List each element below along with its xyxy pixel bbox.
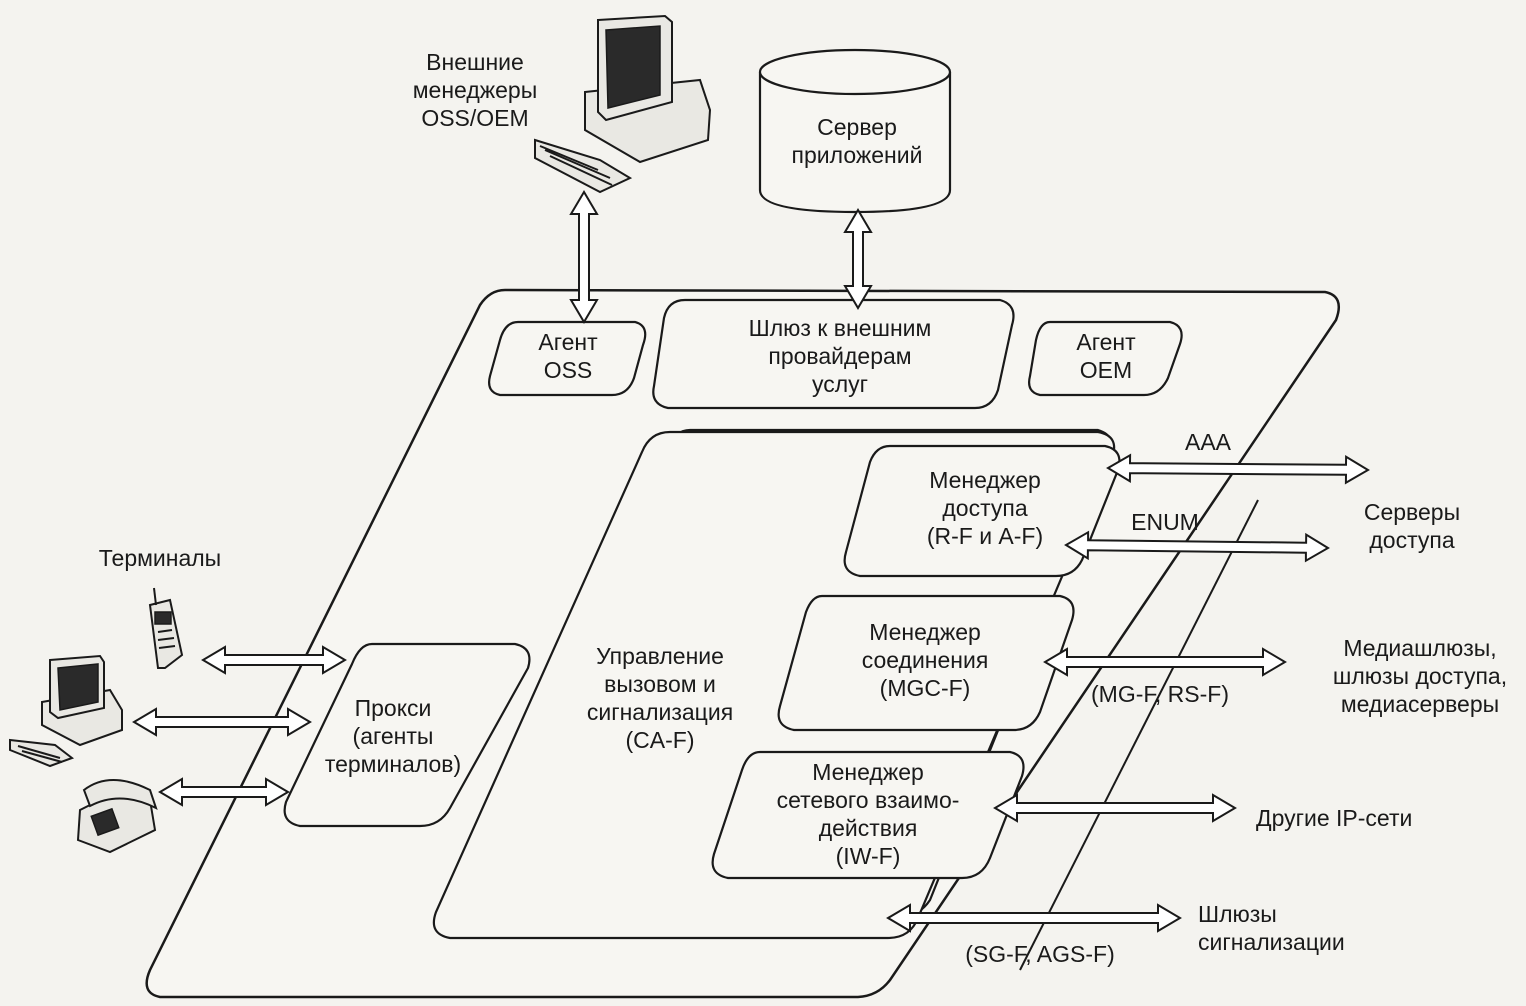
desktop-computer-icon: [9, 654, 123, 768]
proxy-label-line-2: (агенты: [353, 723, 434, 749]
connection-manager-label-line-1: Менеджер: [869, 619, 981, 645]
oss-agent-label-line-1: Агент: [538, 329, 598, 355]
other-ip-label: Другие IP-сети: [1256, 805, 1412, 831]
database-icon: [758, 48, 952, 214]
connection-manager-label-line-3: (MGC-F): [880, 675, 971, 701]
oem-agent-label-line-1: Агент: [1076, 329, 1136, 355]
oss-agent-label-line-2: OSS: [544, 357, 593, 383]
interworking-manager-box: [711, 750, 1025, 880]
call-control-label-line-3: сигнализация: [587, 699, 733, 725]
interworking-manager-label-line-1: Менеджер: [812, 759, 924, 785]
oss-agent-arrow: [569, 190, 599, 324]
computer-icon: [534, 14, 712, 194]
enum-arrow: [1064, 530, 1330, 563]
aaa-arrow: [1106, 453, 1370, 485]
media-gateways-label-line-1: Медиашлюзы,: [1343, 635, 1496, 661]
phone-terminal-arrow: [158, 777, 290, 807]
provider-gateway-label-line-3: услуг: [812, 371, 868, 397]
connection-manager-box: [777, 594, 1075, 732]
access-manager-box: [843, 444, 1121, 578]
oem-agent-label-line-2: OEM: [1080, 357, 1132, 383]
telephone-icon: [76, 779, 158, 854]
oss-agent-box: [488, 320, 647, 397]
interworking-manager-label-line-2: сетевого взаимо-: [777, 787, 960, 813]
app-server-label-line-1: Сервер: [817, 114, 897, 140]
desktop-terminal-arrow: [132, 707, 312, 737]
sg-ags-label: (SG-F, AGS-F): [965, 941, 1115, 967]
oss-oem-managers-label-line-2: менеджеры: [413, 77, 538, 103]
connection-arrows: [132, 190, 1370, 933]
proxy-box: [283, 642, 531, 828]
access-manager-label-line-3: (R-F и A-F): [927, 523, 1043, 549]
access-servers-label-line-1: Серверы: [1364, 499, 1460, 525]
proxy-label-line-1: Прокси: [355, 695, 432, 721]
mobile-terminal-arrow: [201, 645, 347, 675]
media-gateways-label-line-2: шлюзы доступа,: [1333, 663, 1507, 689]
call-control-label-line-1: Управление: [596, 643, 724, 669]
call-control-label-line-4: (CA-F): [626, 727, 695, 753]
terminals-label: Терминалы: [99, 545, 221, 571]
oss-oem-managers-label-line-1: Внешние: [426, 49, 524, 75]
interworking-manager-label-line-3: действия: [819, 815, 918, 841]
interworking-manager-label-line-4: (IW-F): [836, 843, 901, 869]
provider-gateway-box: [652, 298, 1015, 410]
other-ip-arrow: [993, 793, 1237, 823]
app-server-arrow: [843, 208, 873, 310]
mg-rs-label: (MG-F, RS-F): [1091, 681, 1229, 707]
connection-manager-label-line-2: соединения: [862, 647, 989, 673]
mg-rs-arrow: [1043, 647, 1287, 677]
call-control-label-line-2: вызовом и: [604, 671, 716, 697]
signaling-gateways-label-line-2: сигнализации: [1198, 929, 1345, 955]
signaling-gateways-label-line-1: Шлюзы: [1198, 901, 1277, 927]
oss-oem-managers-label-line-3: OSS/OEM: [421, 105, 528, 131]
app-server-label-line-2: приложений: [792, 142, 923, 168]
enum-label: ENUM: [1131, 509, 1199, 535]
divider-line: [1019, 499, 1259, 971]
access-manager-label-line-1: Менеджер: [929, 467, 1041, 493]
access-servers-label-line-2: доступа: [1369, 527, 1454, 553]
provider-gateway-label-line-1: Шлюз к внешним: [749, 315, 932, 341]
media-gateways-label-line-3: медиасерверы: [1341, 691, 1499, 717]
sg-ags-arrow: [886, 903, 1182, 933]
oem-agent-box: [1028, 320, 1183, 397]
provider-gateway-label-line-2: провайдерам: [768, 343, 911, 369]
access-manager-label-line-2: доступа: [942, 495, 1027, 521]
proxy-label-line-3: терминалов): [325, 751, 461, 777]
mobile-phone-icon: [148, 587, 184, 669]
aaa-label: AAA: [1185, 429, 1232, 455]
